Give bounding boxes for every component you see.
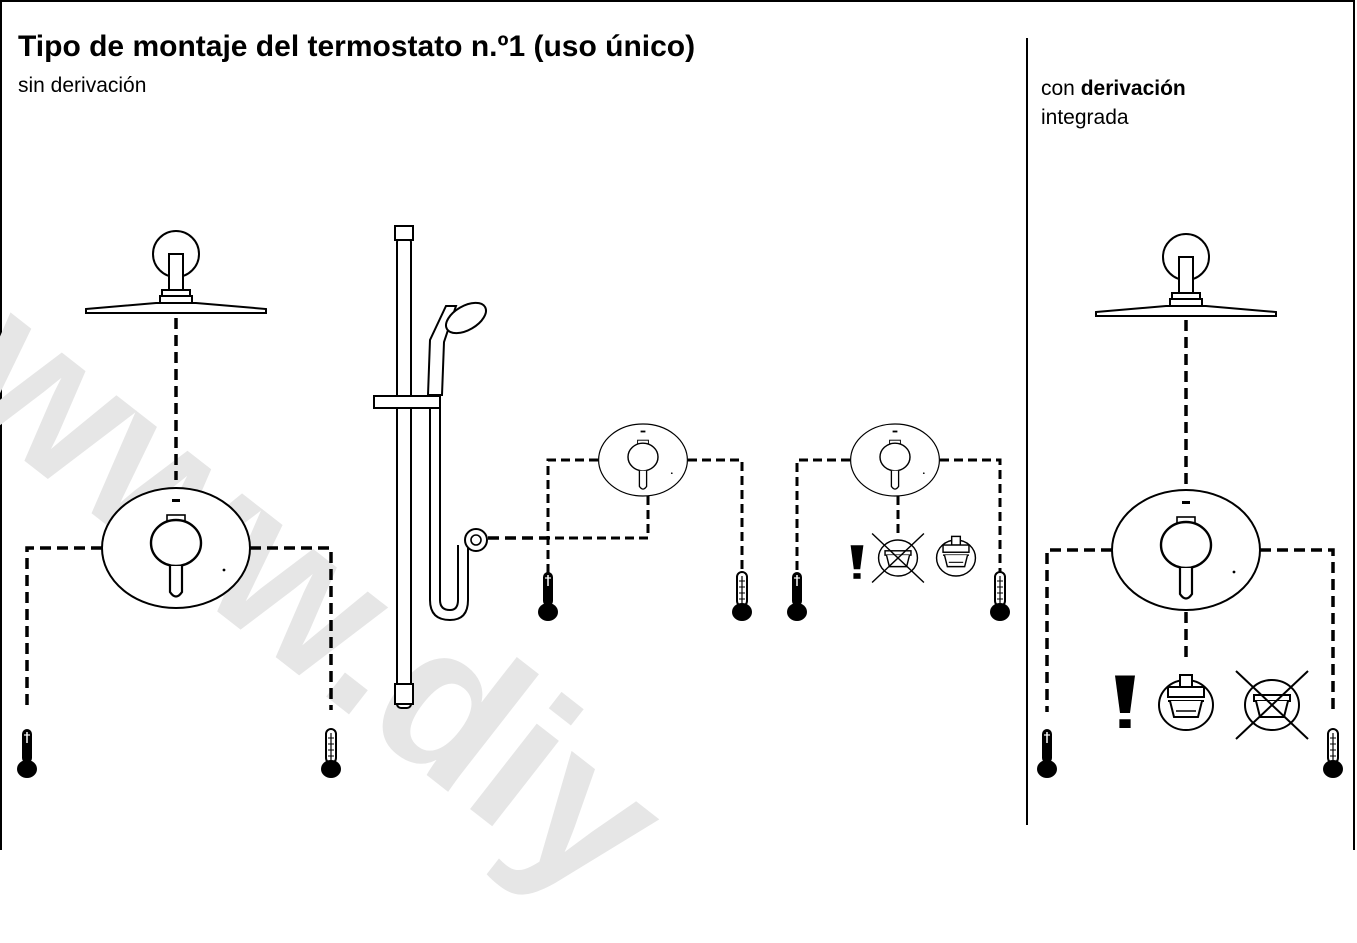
- thermometer-hot-icon: [1036, 728, 1058, 779]
- assembly-cartridge-small: [786, 423, 1011, 622]
- thermometer-hot-icon: [16, 728, 38, 779]
- thermostat-mixer-icon: [849, 423, 941, 497]
- installation-diagram: [16, 225, 1344, 779]
- page-frame: [0, 0, 1355, 850]
- assembly-shower-rail: [373, 225, 548, 709]
- thermometer-hot-icon: [537, 571, 559, 622]
- thermostat-mixer-icon: [100, 486, 252, 610]
- crossed-out-cartridge-icon: [1235, 670, 1309, 740]
- caption-prefix: con: [1041, 77, 1075, 100]
- caption-second-line: integrada: [1041, 106, 1129, 129]
- thermometer-hot-icon: [786, 571, 808, 622]
- caption-without-diverter: sin derivación: [18, 74, 147, 97]
- assembly-integrated-diverter: [1036, 233, 1344, 779]
- crossed-out-cartridge-icon: [871, 532, 925, 584]
- thermometer-cold-icon: [989, 571, 1011, 622]
- shower-head-icon: [1095, 233, 1277, 317]
- assembly-handshower: [537, 423, 753, 622]
- diverter-cartridge-icon: [935, 535, 977, 577]
- thermometer-cold-icon: [1322, 728, 1344, 779]
- thermometer-cold-icon: [731, 571, 753, 622]
- thermostat-mixer-icon: [597, 423, 689, 497]
- assembly-rainshower: [16, 230, 342, 779]
- exclamation-icon: [1115, 675, 1135, 728]
- shower-head-icon: [85, 230, 267, 314]
- thermostat-mixer-icon: [1110, 488, 1262, 612]
- page-title: Tipo de montaje del termostato n.º1 (uso…: [18, 30, 696, 63]
- diverter-cartridge-icon: [1158, 674, 1214, 731]
- exclamation-icon: [850, 545, 864, 579]
- section-divider: [1026, 38, 1028, 825]
- caption-with-diverter: con derivación integrada: [1041, 74, 1186, 132]
- thermometer-cold-icon: [320, 728, 342, 779]
- caption-bold-word: derivación: [1080, 77, 1186, 100]
